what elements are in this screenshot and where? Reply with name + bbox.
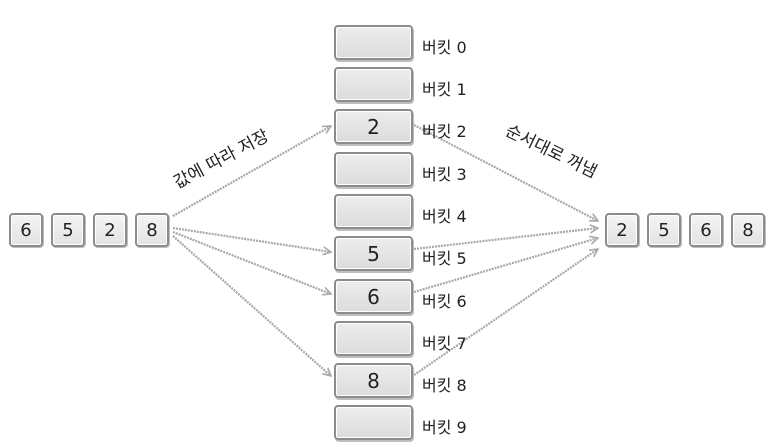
bucket-0 — [334, 25, 413, 60]
bucket-label: 버킷 0 — [422, 38, 467, 57]
bucket-label: 버킷 9 — [422, 418, 467, 437]
output-cell: 8 — [731, 213, 765, 247]
take-arrow-8 — [413, 249, 598, 376]
take-arrow-2 — [413, 124, 598, 222]
bucket-value: 5 — [367, 241, 380, 266]
output-cell-value: 5 — [658, 219, 670, 241]
bucket-5: 5 — [334, 236, 413, 271]
bucket-8: 8 — [334, 363, 413, 398]
output-cell-value: 6 — [700, 219, 712, 241]
input-cell: 2 — [93, 213, 127, 247]
output-cell: 6 — [689, 213, 723, 247]
bucket-label: 버킷 8 — [422, 376, 467, 395]
bucket-6: 6 — [334, 279, 413, 314]
bucket-label: 버킷 4 — [422, 207, 467, 226]
output-cell: 2 — [605, 213, 639, 247]
bucket-label: 버킷 7 — [422, 334, 467, 353]
store-arrow-6 — [172, 230, 331, 294]
bucket-4 — [334, 194, 413, 229]
bucket-9 — [334, 405, 413, 440]
output-cell-value: 2 — [616, 219, 628, 241]
bucket-label: 버킷 1 — [422, 80, 467, 99]
input-cell: 6 — [9, 213, 43, 247]
bucket-label: 버킷 2 — [422, 122, 467, 141]
input-cell-value: 2 — [104, 219, 116, 241]
input-cell-value: 8 — [146, 219, 158, 241]
take-arrow-6 — [413, 238, 598, 294]
bucket-label: 버킷 6 — [422, 292, 467, 311]
bucket-value: 6 — [367, 284, 380, 309]
bucket-1 — [334, 67, 413, 102]
take-arrow-5 — [413, 228, 598, 251]
output-cell: 5 — [647, 213, 681, 247]
bucket-value: 2 — [367, 114, 380, 139]
bucket-3 — [334, 152, 413, 187]
input-cell-value: 6 — [20, 219, 32, 241]
bucket-7 — [334, 321, 413, 356]
bucket-label: 버킷 3 — [422, 165, 467, 184]
store-arrow-8 — [172, 235, 331, 376]
output-cell-value: 8 — [742, 219, 754, 241]
bucket-label: 버킷 5 — [422, 249, 467, 268]
input-cell: 5 — [51, 213, 85, 247]
bucket-2: 2 — [334, 109, 413, 144]
input-cell-value: 5 — [62, 219, 74, 241]
bucket-value: 8 — [367, 368, 380, 393]
input-cell: 8 — [135, 213, 169, 247]
store-arrow-5 — [172, 226, 331, 252]
store-arrow-2 — [172, 125, 331, 217]
